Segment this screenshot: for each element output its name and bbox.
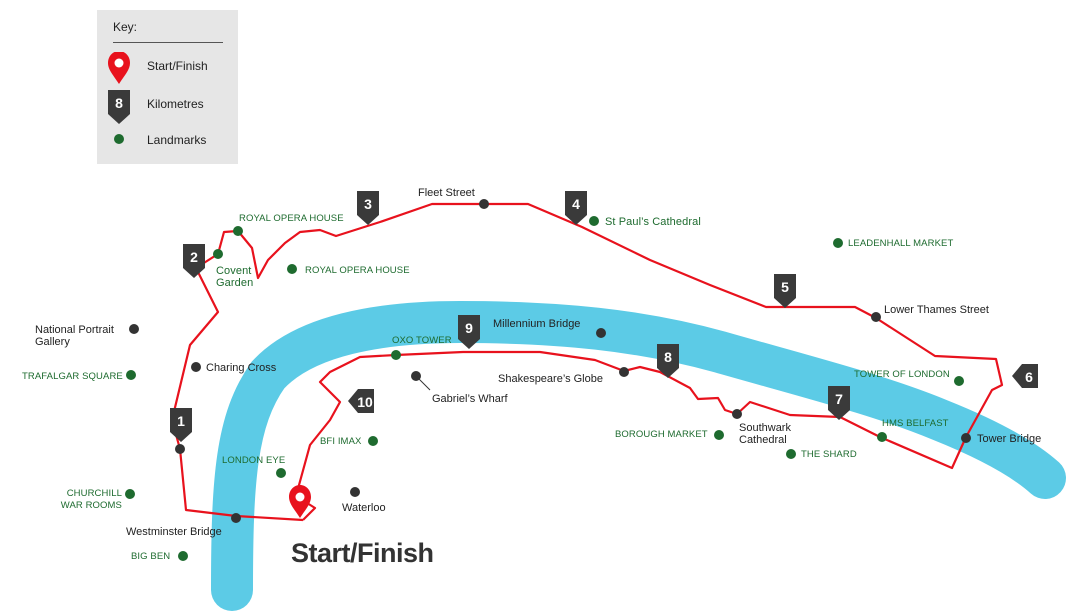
point-westminster-bridge (231, 513, 241, 523)
label-royal-opera-house-1: ROYAL OPERA HOUSE (239, 213, 344, 224)
label-london-eye: LONDON EYE (222, 455, 286, 466)
label-st-pauls-cathedral: St Paul’s Cathedral (605, 216, 701, 228)
km-marker-label-4: 4 (572, 196, 580, 212)
landmark-oxo-tower (391, 350, 401, 360)
landmark-trafalgar-square (126, 370, 136, 380)
landmark-churchill-war-rooms (125, 489, 135, 499)
km-marker-label-7: 7 (835, 391, 843, 407)
point-national-portrait-gallery (129, 324, 139, 334)
label-borough-market: BOROUGH MARKET (615, 429, 708, 440)
label-royal-opera-house-2: ROYAL OPERA HOUSE (305, 265, 410, 276)
label-tower-of-london: TOWER OF LONDON (854, 369, 950, 380)
label-trafalgar-square: TRAFALGAR SQUARE (22, 371, 123, 382)
label-gabriels-wharf: Gabriel’s Wharf (432, 393, 508, 405)
landmark-royal-opera-house-2 (287, 264, 297, 274)
km-marker-1: 1 (170, 408, 192, 442)
landmark-big-ben (178, 551, 188, 561)
point-charing-cross (191, 362, 201, 372)
point-km1-dot (175, 444, 185, 454)
start-finish-pin-icon (289, 485, 311, 518)
label-westminster-bridge: Westminster Bridge (126, 526, 222, 538)
landmark-leadenhall-market (833, 238, 843, 248)
label-leadenhall-market: LEADENHALL MARKET (848, 238, 954, 249)
river-thames (211, 300, 1066, 611)
key-title: Key: (113, 20, 138, 34)
km-marker-label-1: 1 (177, 413, 185, 429)
key-divider (113, 42, 223, 43)
km-marker-4: 4 (565, 191, 587, 225)
label-the-shard: THE SHARD (801, 449, 857, 460)
label-big-ben: BIG BEN (131, 551, 171, 562)
label-shakespeares-globe: Shakespeare’s Globe (498, 373, 603, 385)
km-marker-5: 5 (774, 274, 796, 308)
landmark-tower-of-london (954, 376, 964, 386)
point-fleet-street (479, 199, 489, 209)
point-tower-bridge (961, 433, 971, 443)
landmark-st-pauls (589, 216, 599, 226)
km-marker-label-6: 6 (1025, 369, 1033, 385)
label-covent-garden: Covent Garden (216, 265, 254, 289)
km-marker-label-10: 10 (357, 394, 373, 410)
label-tower-bridge: Tower Bridge (977, 433, 1042, 445)
label-millennium-bridge: Millennium Bridge (493, 318, 581, 330)
km-marker-7: 7 (828, 386, 850, 420)
label-oxo-tower: OXO TOWER (392, 335, 452, 346)
label-fleet-street: Fleet Street (418, 187, 475, 199)
key-label-start-finish: Start/Finish (147, 59, 208, 73)
key-icons: 8 (108, 52, 130, 144)
label-lower-thames-street: Lower Thames Street (884, 304, 989, 316)
km-marker-6: 6 (1012, 364, 1038, 388)
map-pin-icon (108, 52, 130, 84)
label-southwark-cathedral: Southwark Cathedral (739, 422, 791, 446)
point-millennium-bridge (596, 328, 606, 338)
km-marker-label-5: 5 (781, 279, 789, 295)
km-marker-10: 10 (348, 389, 374, 413)
km-marker-2: 2 (183, 244, 205, 278)
km-marker-label-3: 3 (364, 196, 372, 212)
label-bfi-imax: BFI IMAX (320, 436, 362, 447)
km-marker-icon: 8 (108, 90, 130, 124)
point-southwark-cathedral (732, 409, 742, 419)
gabriels-wharf-leader (415, 375, 431, 391)
key-km-sample: 8 (115, 95, 123, 111)
km-marker-label-9: 9 (465, 320, 473, 336)
landmark-hms-belfast (877, 432, 887, 442)
landmark-london-eye (276, 468, 286, 478)
km-marker-3: 3 (357, 191, 379, 225)
landmark-the-shard (786, 449, 796, 459)
km-marker-label-8: 8 (664, 349, 672, 365)
km-marker-8: 8 (657, 344, 679, 378)
label-national-portrait-gallery: National Portrait Gallery (35, 324, 114, 348)
label-waterloo: Waterloo (342, 502, 386, 514)
landmark-royal-opera-house-1 (233, 226, 243, 236)
label-churchill-war-rooms: CHURCHILL WAR ROOMS (60, 488, 122, 511)
point-shakespeares-globe (619, 367, 629, 377)
landmark-borough-market (714, 430, 724, 440)
point-lower-thames-street (871, 312, 881, 322)
km-marker-label-2: 2 (190, 249, 198, 265)
point-waterloo (350, 487, 360, 497)
landmark-bfi-imax (368, 436, 378, 446)
landmark-covent-garden (213, 249, 223, 259)
key-label-landmarks: Landmarks (147, 133, 207, 147)
start-finish-caption: Start/Finish (291, 538, 434, 568)
key-label-kilometres: Kilometres (147, 97, 204, 111)
label-hms-belfast: HMS BELFAST (882, 418, 949, 429)
landmark-dot-icon (114, 134, 124, 144)
label-charing-cross: Charing Cross (206, 362, 277, 374)
km-marker-9: 9 (458, 315, 480, 349)
